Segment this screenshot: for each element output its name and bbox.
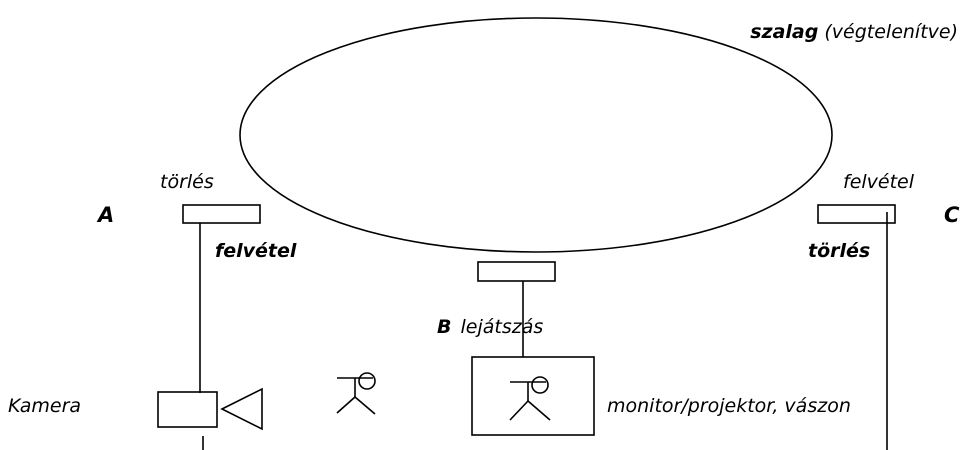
tape-label: szalag (végtelenítve) bbox=[750, 21, 958, 43]
head-a-top-label: törlés bbox=[160, 171, 214, 193]
head-b-box bbox=[477, 261, 556, 282]
tape-loop bbox=[239, 17, 833, 253]
head-c-top-label: felvétel bbox=[843, 171, 915, 193]
monitor-box bbox=[471, 356, 595, 436]
monitor-figure bbox=[509, 376, 551, 421]
head-b-text: lejátszás bbox=[460, 316, 543, 338]
tape-label-bold: szalag bbox=[750, 21, 818, 43]
head-b-letter: B bbox=[437, 316, 451, 338]
head-a-bottom-label: felvétel bbox=[215, 240, 297, 262]
tape-label-note: (végtelenítve) bbox=[818, 21, 958, 43]
camera-lens bbox=[220, 387, 263, 431]
camera-label: Kamera bbox=[8, 395, 81, 417]
camera-body bbox=[157, 391, 218, 428]
head-c-bottom-label: törlés bbox=[808, 240, 870, 262]
monitor-label: monitor/projektor, vászon bbox=[607, 395, 851, 417]
viewer-figure bbox=[336, 372, 376, 415]
head-a-letter: A bbox=[96, 203, 114, 227]
head-c-letter: C bbox=[944, 203, 960, 227]
head-a-box bbox=[182, 204, 261, 224]
head-c-box bbox=[817, 204, 896, 224]
